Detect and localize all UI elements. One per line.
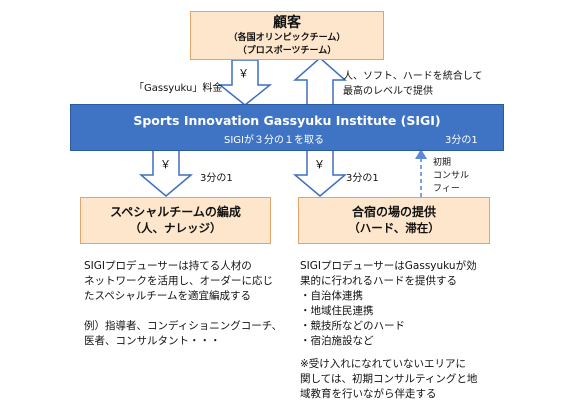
camp-title: 合宿の場の提供 xyxy=(351,205,436,219)
consult-arrow-head xyxy=(415,149,427,159)
right-down-arrow xyxy=(292,149,348,197)
customer-box: 顧客 （各国オリンピックチーム） （プロスポーツチーム） xyxy=(190,11,384,60)
customer-sub1: （各国オリンピックチーム） xyxy=(228,33,346,43)
camp-desc-line: ・競技所などのハード xyxy=(300,320,405,332)
camp-desc-line: ・宿泊施設など xyxy=(300,335,374,347)
camp-desc-line: ・自治体連携 xyxy=(300,290,363,302)
left-symbol: ￥ xyxy=(160,158,171,171)
left-down-arrow xyxy=(138,149,194,197)
camp-desc-line: 域教育を行いながら伴走する xyxy=(300,388,437,400)
customer-sub2: （プロスポーツチーム） xyxy=(237,46,337,56)
special-team-subtitle: （人、ナレッジ） xyxy=(129,221,222,235)
customer-title: 顧客 xyxy=(273,15,301,31)
consult-label-2: コンサル xyxy=(433,171,470,181)
camp-desc-line: ※受け入れになれていないエリアに xyxy=(300,358,466,370)
camp-desc-line: 関しては、初期コンサルティングと地 xyxy=(300,373,478,385)
camp-desc-line: ・地域住民連携 xyxy=(300,305,374,317)
camp-subtitle: （ハード、滞在） xyxy=(348,221,440,235)
camp-desc-line xyxy=(300,349,477,357)
special-team-desc-line: SIGIプロデューサーは持てる人材の xyxy=(84,260,252,272)
special-team-box: スペシャルチームの編成 （人、ナレッジ） xyxy=(80,197,271,244)
special-team-desc-line: たスペシャルチームを適宜編成する xyxy=(84,290,251,302)
special-team-desc-line: 医者、コンサルタント・・・ xyxy=(84,335,221,347)
fee-down-arrow xyxy=(217,59,273,106)
camp-desc-line: SIGIプロデューサーはGassyukuが効 xyxy=(300,260,477,272)
sigi-name: Sports Innovation Gassyuku Institute (SI… xyxy=(133,113,441,128)
special-team-desc: SIGIプロデューサーは持てる人材の ネットワークを活用し、オーダーに応じ たス… xyxy=(84,259,282,349)
special-team-desc-line: ネットワークを活用し、オーダーに応じ xyxy=(84,275,273,287)
provide-label-2: 最高のレベルで提供 xyxy=(343,86,433,97)
fee-label: 「Gassyuku」料金 xyxy=(134,83,223,94)
sigi-share-note: SIGIが３分の１を取る xyxy=(224,135,324,146)
sigi-right-share: 3分の1 xyxy=(445,135,478,146)
camp-box: 合宿の場の提供 （ハード、滞在） xyxy=(298,197,490,244)
right-share: 3分の1 xyxy=(346,173,379,184)
special-team-desc-line: 例）指導者、コンディショニングコーチ、 xyxy=(84,320,283,332)
fee-symbol: ￥ xyxy=(238,67,249,80)
consult-label-1: 初期 xyxy=(433,158,452,168)
left-share: 3分の1 xyxy=(200,173,233,184)
provide-label-1: 人、ソフト、ハードを統合して xyxy=(343,71,483,82)
consult-label-3: フィー xyxy=(433,184,460,194)
camp-desc: SIGIプロデューサーはGassyukuが効 果的に行われるハードを提供する ・… xyxy=(300,259,477,402)
special-team-title: スペシャルチームの編成 xyxy=(110,205,241,219)
provide-up-arrow xyxy=(293,57,347,106)
camp-desc-line: 果的に行われるハードを提供する xyxy=(300,275,457,287)
right-symbol: ￥ xyxy=(314,158,325,171)
special-team-desc-line xyxy=(84,304,282,319)
sigi-bar: Sports Innovation Gassyuku Institute (SI… xyxy=(70,104,504,151)
